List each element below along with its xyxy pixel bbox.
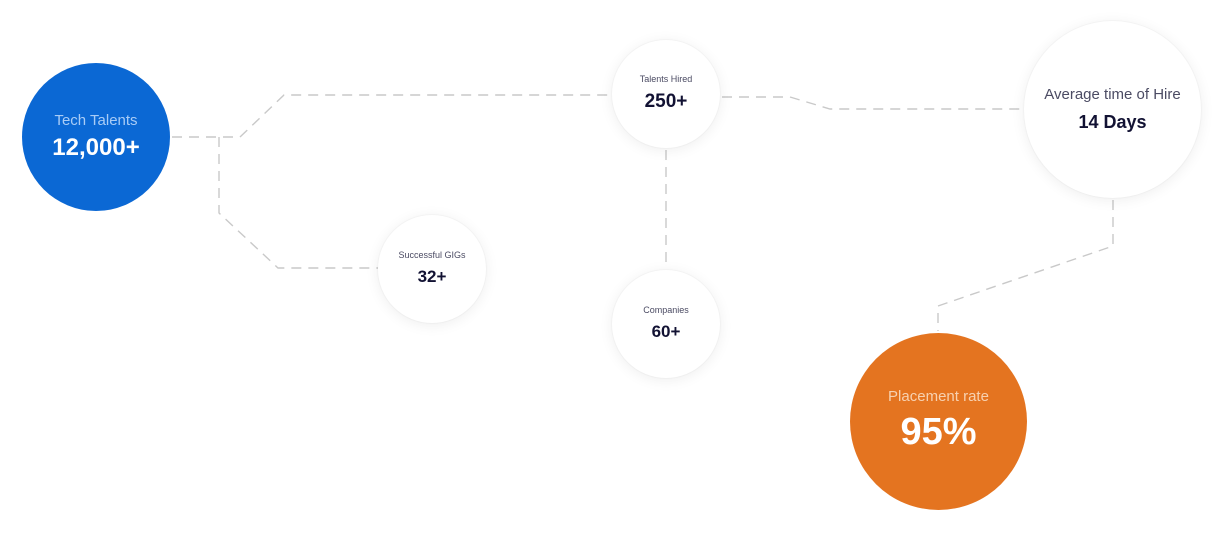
connector-tech-to-gigs — [218, 137, 378, 269]
companies-label: Companies — [643, 305, 689, 316]
tech-talents-stat: Tech Talents 12,000+ — [22, 63, 170, 211]
average-time-of-hire-value: 14 Days — [1078, 111, 1147, 132]
average-time-of-hire-stat: Average time of Hire 14 Days — [1024, 21, 1201, 198]
connector-avg-to-placement — [937, 200, 1114, 331]
tech-talents-label: Tech Talents — [54, 111, 138, 129]
successful-gigs-value: 32+ — [417, 267, 447, 287]
successful-gigs-label: Successful GIGs — [398, 250, 466, 261]
companies-stat: Companies 60+ — [612, 270, 720, 378]
placement-rate-stat: Placement rate 95% — [850, 333, 1027, 510]
average-time-of-hire-label: Average time of Hire — [1044, 85, 1181, 103]
companies-value: 60+ — [651, 322, 681, 342]
tech-talents-value: 12,000+ — [52, 133, 140, 161]
connector-tech-to-hired — [172, 94, 612, 138]
talents-hired-value: 250+ — [644, 91, 688, 112]
successful-gigs-stat: Successful GIGs 32+ — [378, 215, 486, 323]
talents-hired-label: Talents Hired — [639, 74, 693, 85]
placement-rate-label: Placement rate — [888, 387, 989, 405]
talents-hired-stat: Talents Hired 250+ — [612, 40, 720, 148]
placement-rate-value: 95% — [900, 410, 977, 453]
connector-hired-to-avg — [722, 96, 1024, 110]
